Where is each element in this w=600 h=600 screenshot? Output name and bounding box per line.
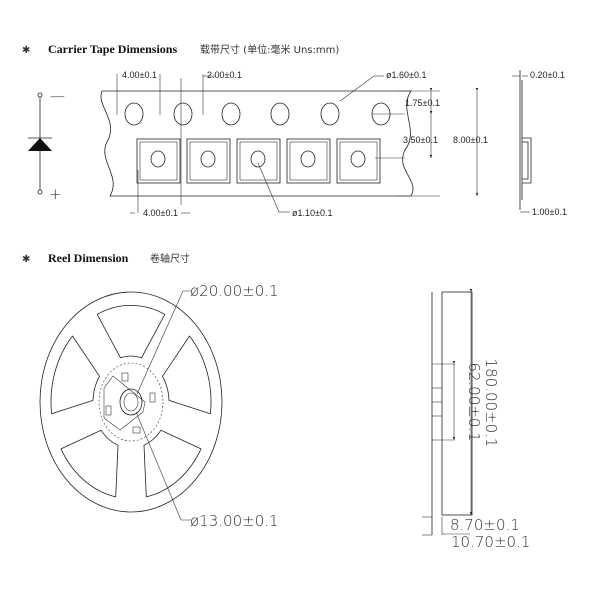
dim-hole-to-pocket: 2.00±0.1	[207, 70, 242, 80]
tape-pocket-inner	[189, 141, 228, 181]
pocket-hole	[150, 150, 166, 168]
reel-window	[162, 335, 212, 415]
bullet-icon: ✱	[22, 254, 30, 265]
bullet-icon: ✱	[22, 45, 30, 56]
tape-pocket-inner	[239, 141, 278, 181]
dim-pocket-depth: 1.00±0.1	[532, 207, 567, 217]
dim-inner-width: 8.70±0.1	[450, 516, 520, 534]
dim-outer-width: 10.70±0.1	[451, 533, 530, 551]
reel-window	[143, 429, 202, 498]
dim-tape-thickness: 0.20±0.1	[530, 70, 565, 80]
dim-reel-diameter: 180.00±0.1	[482, 359, 500, 448]
reel-side-view	[422, 289, 473, 536]
dim-tape-width: 8.00±0.1	[453, 135, 488, 145]
dim-pitch-top: 4.00±0.1	[122, 70, 157, 80]
tape-pocket	[136, 138, 181, 184]
reel-window	[60, 429, 119, 498]
section-subtitle-carrier-tape: 载带尺寸 (单位:毫米 Uns:mm)	[200, 43, 339, 56]
pocket-hole	[250, 150, 266, 168]
tape-pocket-inner	[339, 141, 378, 181]
pocket-hole	[300, 150, 316, 168]
dim-pocket-hole-diameter: ø1.10±0.1	[292, 208, 332, 218]
tape-pocket	[336, 138, 381, 184]
reel-window	[50, 335, 100, 415]
tape-pocket	[236, 138, 281, 184]
dim-hole-to-pocket-center: 3.50±0.1	[403, 135, 438, 145]
tape-dimension-lines	[116, 74, 479, 214]
section-subtitle-reel: 卷轴尺寸	[150, 252, 190, 265]
leader-arbor-hole	[135, 411, 192, 521]
dim-sprocket-diameter: ø1.60±0.1	[386, 70, 426, 80]
tape-pocket-inner	[289, 141, 328, 181]
dim-hub-outer: ø20.00±0.1	[190, 282, 279, 300]
diode-minus-label: —	[50, 87, 65, 105]
reel-window	[96, 305, 166, 359]
dim-hub-diameter: 62.00±0.1	[465, 362, 483, 441]
sprocket-hole	[270, 102, 290, 126]
sprocket-hole	[173, 102, 193, 126]
reel-front-view	[39, 291, 223, 513]
pocket-hole	[200, 150, 216, 168]
section-title-reel: Reel Dimension	[48, 251, 129, 265]
diode-plus-label: +	[49, 185, 62, 203]
tape-pocket	[286, 138, 331, 184]
sprocket-hole	[320, 102, 340, 126]
diode-polarity-icon	[28, 92, 52, 195]
pocket-hole	[350, 150, 366, 168]
tape-pocket-inner	[139, 141, 178, 181]
dim-arbor-hole: ø13.00±0.1	[190, 512, 279, 530]
leader-hub-outer	[136, 290, 192, 395]
section-title-carrier-tape: Carrier Tape Dimensions	[48, 42, 177, 56]
dim-pitch-bottom: 4.00±0.1	[143, 208, 178, 218]
tape-side-view	[512, 70, 532, 213]
sprocket-hole	[124, 102, 144, 126]
sprocket-hole	[221, 102, 241, 126]
dim-edge-to-hole: 1.75±0.1	[405, 98, 440, 108]
tape-pocket	[186, 138, 231, 184]
